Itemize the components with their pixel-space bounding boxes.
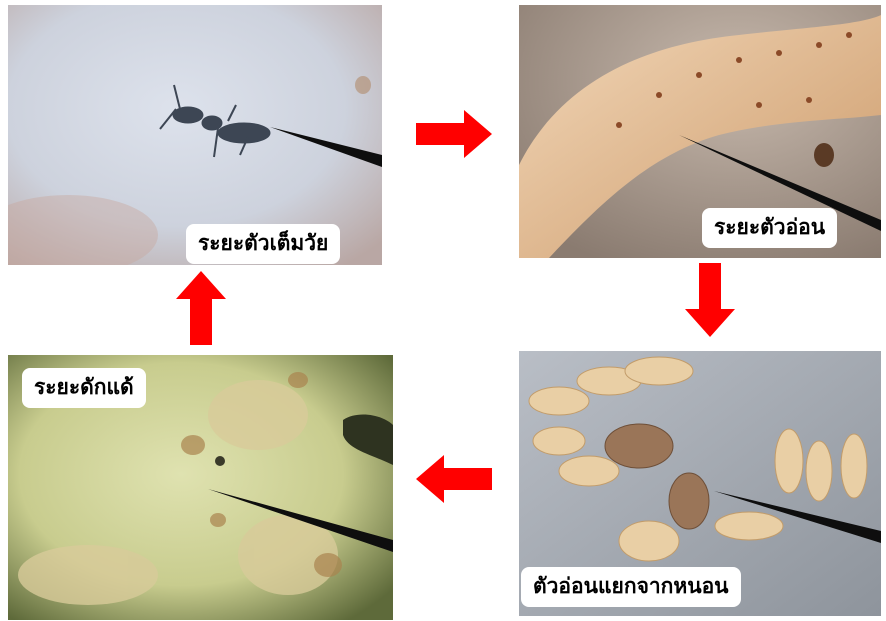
arrow-right-icon <box>416 110 492 158</box>
pupa-stage-label: ระยะดักแด้ <box>22 368 146 408</box>
adult-stage-label: ระยะตัวเต็มวัย <box>186 224 340 264</box>
larva-stage-label: ระยะตัวอ่อน <box>702 208 837 248</box>
arrow-down-icon <box>685 263 735 337</box>
arrow-up-icon <box>176 271 226 345</box>
arrow-left-icon <box>416 455 492 503</box>
separated-stage-label: ตัวอ่อนแยกจากหนอน <box>521 567 741 607</box>
